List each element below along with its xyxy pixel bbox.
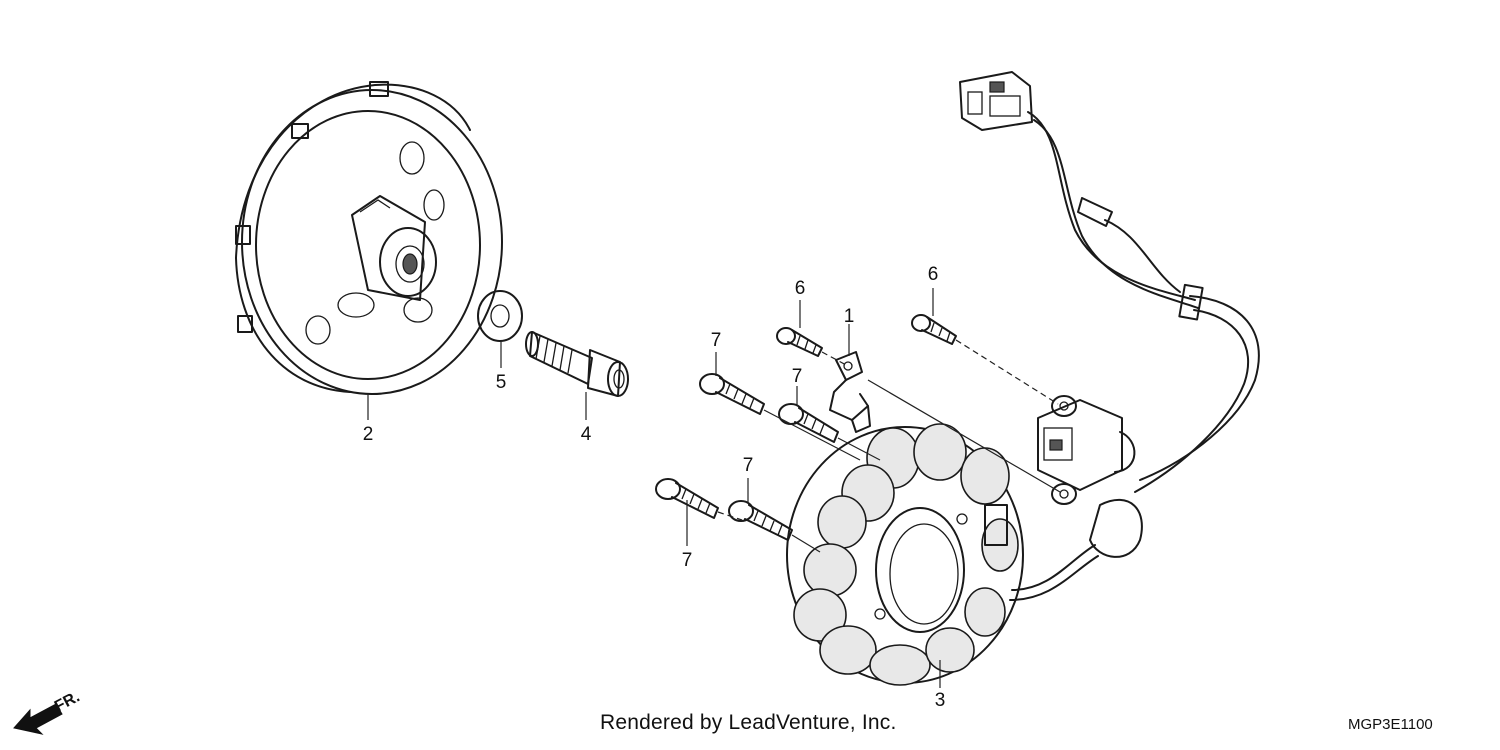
front-arrow-icon bbox=[13, 703, 63, 735]
bolt-6b bbox=[911, 314, 957, 345]
callout-6b: 6 bbox=[928, 264, 939, 285]
stator-assembly bbox=[786, 423, 1024, 686]
callout-7a: 7 bbox=[711, 330, 722, 351]
wiring-harness bbox=[959, 71, 1260, 601]
washer bbox=[477, 290, 523, 342]
bolt-7c bbox=[728, 500, 793, 541]
bolt-6a bbox=[776, 327, 823, 357]
flywheel-bolt bbox=[525, 331, 629, 397]
callout-7c: 7 bbox=[743, 455, 754, 476]
callout-leaders bbox=[367, 288, 941, 688]
callout-2: 2 bbox=[363, 424, 374, 445]
render-credit: Rendered by LeadVenture, Inc. bbox=[600, 711, 897, 734]
flywheel-rotor bbox=[235, 81, 503, 395]
callout-7b: 7 bbox=[792, 366, 803, 387]
callout-1: 1 bbox=[844, 306, 855, 327]
callout-7d: 7 bbox=[682, 550, 693, 571]
callout-4: 4 bbox=[581, 424, 592, 445]
wire-clamp-bracket bbox=[829, 351, 871, 433]
callout-5: 5 bbox=[496, 372, 507, 393]
callout-3: 3 bbox=[935, 690, 946, 711]
small-bolts bbox=[655, 314, 957, 541]
bolt-7d bbox=[655, 478, 719, 519]
callout-labels: 1 2 3 4 5 6 6 7 7 7 7 bbox=[363, 264, 946, 711]
front-direction-indicator: FR. bbox=[13, 688, 83, 735]
callout-6a: 6 bbox=[795, 278, 806, 299]
assembly-guide-lines bbox=[717, 339, 1061, 553]
diagram-code: MGP3E1100 bbox=[1348, 716, 1433, 733]
bolt-7a bbox=[699, 373, 765, 415]
